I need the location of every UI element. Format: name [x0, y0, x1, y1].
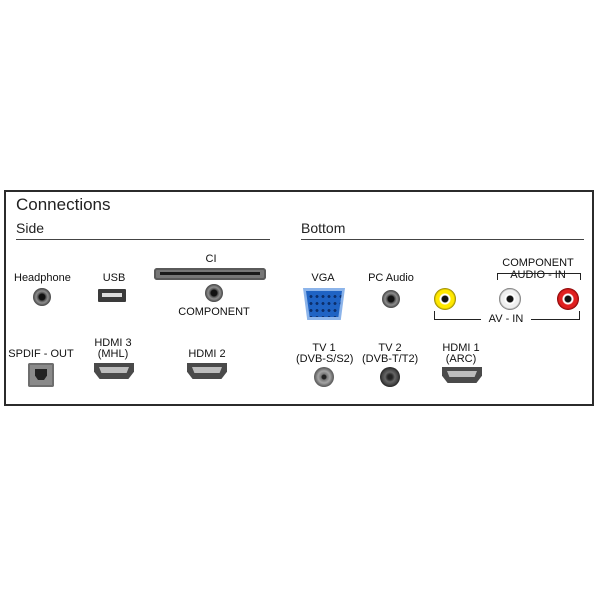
- hdmi1-label: HDMI 1: [442, 342, 480, 354]
- component-label: COMPONENT: [178, 306, 250, 318]
- tv2-sub-label: (DVB-T/T2): [362, 353, 419, 365]
- headphone-label: Headphone: [14, 272, 71, 284]
- panel-title: Connections: [16, 195, 111, 214]
- component-audio-in-sub-label: AUDIO - IN: [510, 269, 566, 281]
- headphone-jack: [33, 288, 51, 306]
- tv1-label: TV 1: [312, 342, 336, 354]
- section-bottom-header: Bottom: [301, 220, 346, 236]
- connections-panel: Connections Side Bottom Headphone USB CI…: [4, 190, 594, 406]
- usb-port: [98, 289, 126, 302]
- ci-slot: [154, 268, 266, 280]
- vga-label: VGA: [311, 272, 335, 284]
- av-in-audio-right-jack: [557, 288, 579, 310]
- hdmi1-sub-label: (ARC): [445, 353, 477, 365]
- usb-label: USB: [102, 272, 126, 284]
- hdmi3-label: HDMI 3: [94, 337, 132, 349]
- section-side-header: Side: [16, 220, 45, 236]
- hdmi3-port: [94, 363, 134, 379]
- tv2-antenna-jack: [380, 367, 400, 387]
- section-bottom-rule: [301, 239, 584, 240]
- tv1-sub-label: (DVB-S/S2): [296, 353, 354, 365]
- section-side-rule: [16, 239, 270, 240]
- component-jack: [205, 284, 223, 302]
- pc-audio-label: PC Audio: [368, 272, 414, 284]
- hdmi2-port: [187, 363, 227, 379]
- av-in-label: AV - IN: [481, 313, 531, 325]
- ci-label: CI: [205, 253, 217, 265]
- tv1-antenna-jack: [314, 367, 334, 387]
- pc-audio-jack: [382, 290, 400, 308]
- av-in-audio-left-jack: [499, 288, 521, 310]
- component-audio-in-label: COMPONENT: [502, 257, 574, 269]
- hdmi1-port: [442, 367, 482, 383]
- vga-port: [306, 291, 342, 317]
- hdmi3-sub-label: (MHL): [97, 348, 129, 360]
- tv2-label: TV 2: [378, 342, 402, 354]
- spdif-out-label: SPDIF - OUT: [8, 348, 74, 360]
- spdif-out-port: [28, 363, 54, 387]
- av-in-video-jack: [434, 288, 456, 310]
- hdmi2-label: HDMI 2: [188, 348, 226, 360]
- component-audio-bracket: [497, 273, 581, 280]
